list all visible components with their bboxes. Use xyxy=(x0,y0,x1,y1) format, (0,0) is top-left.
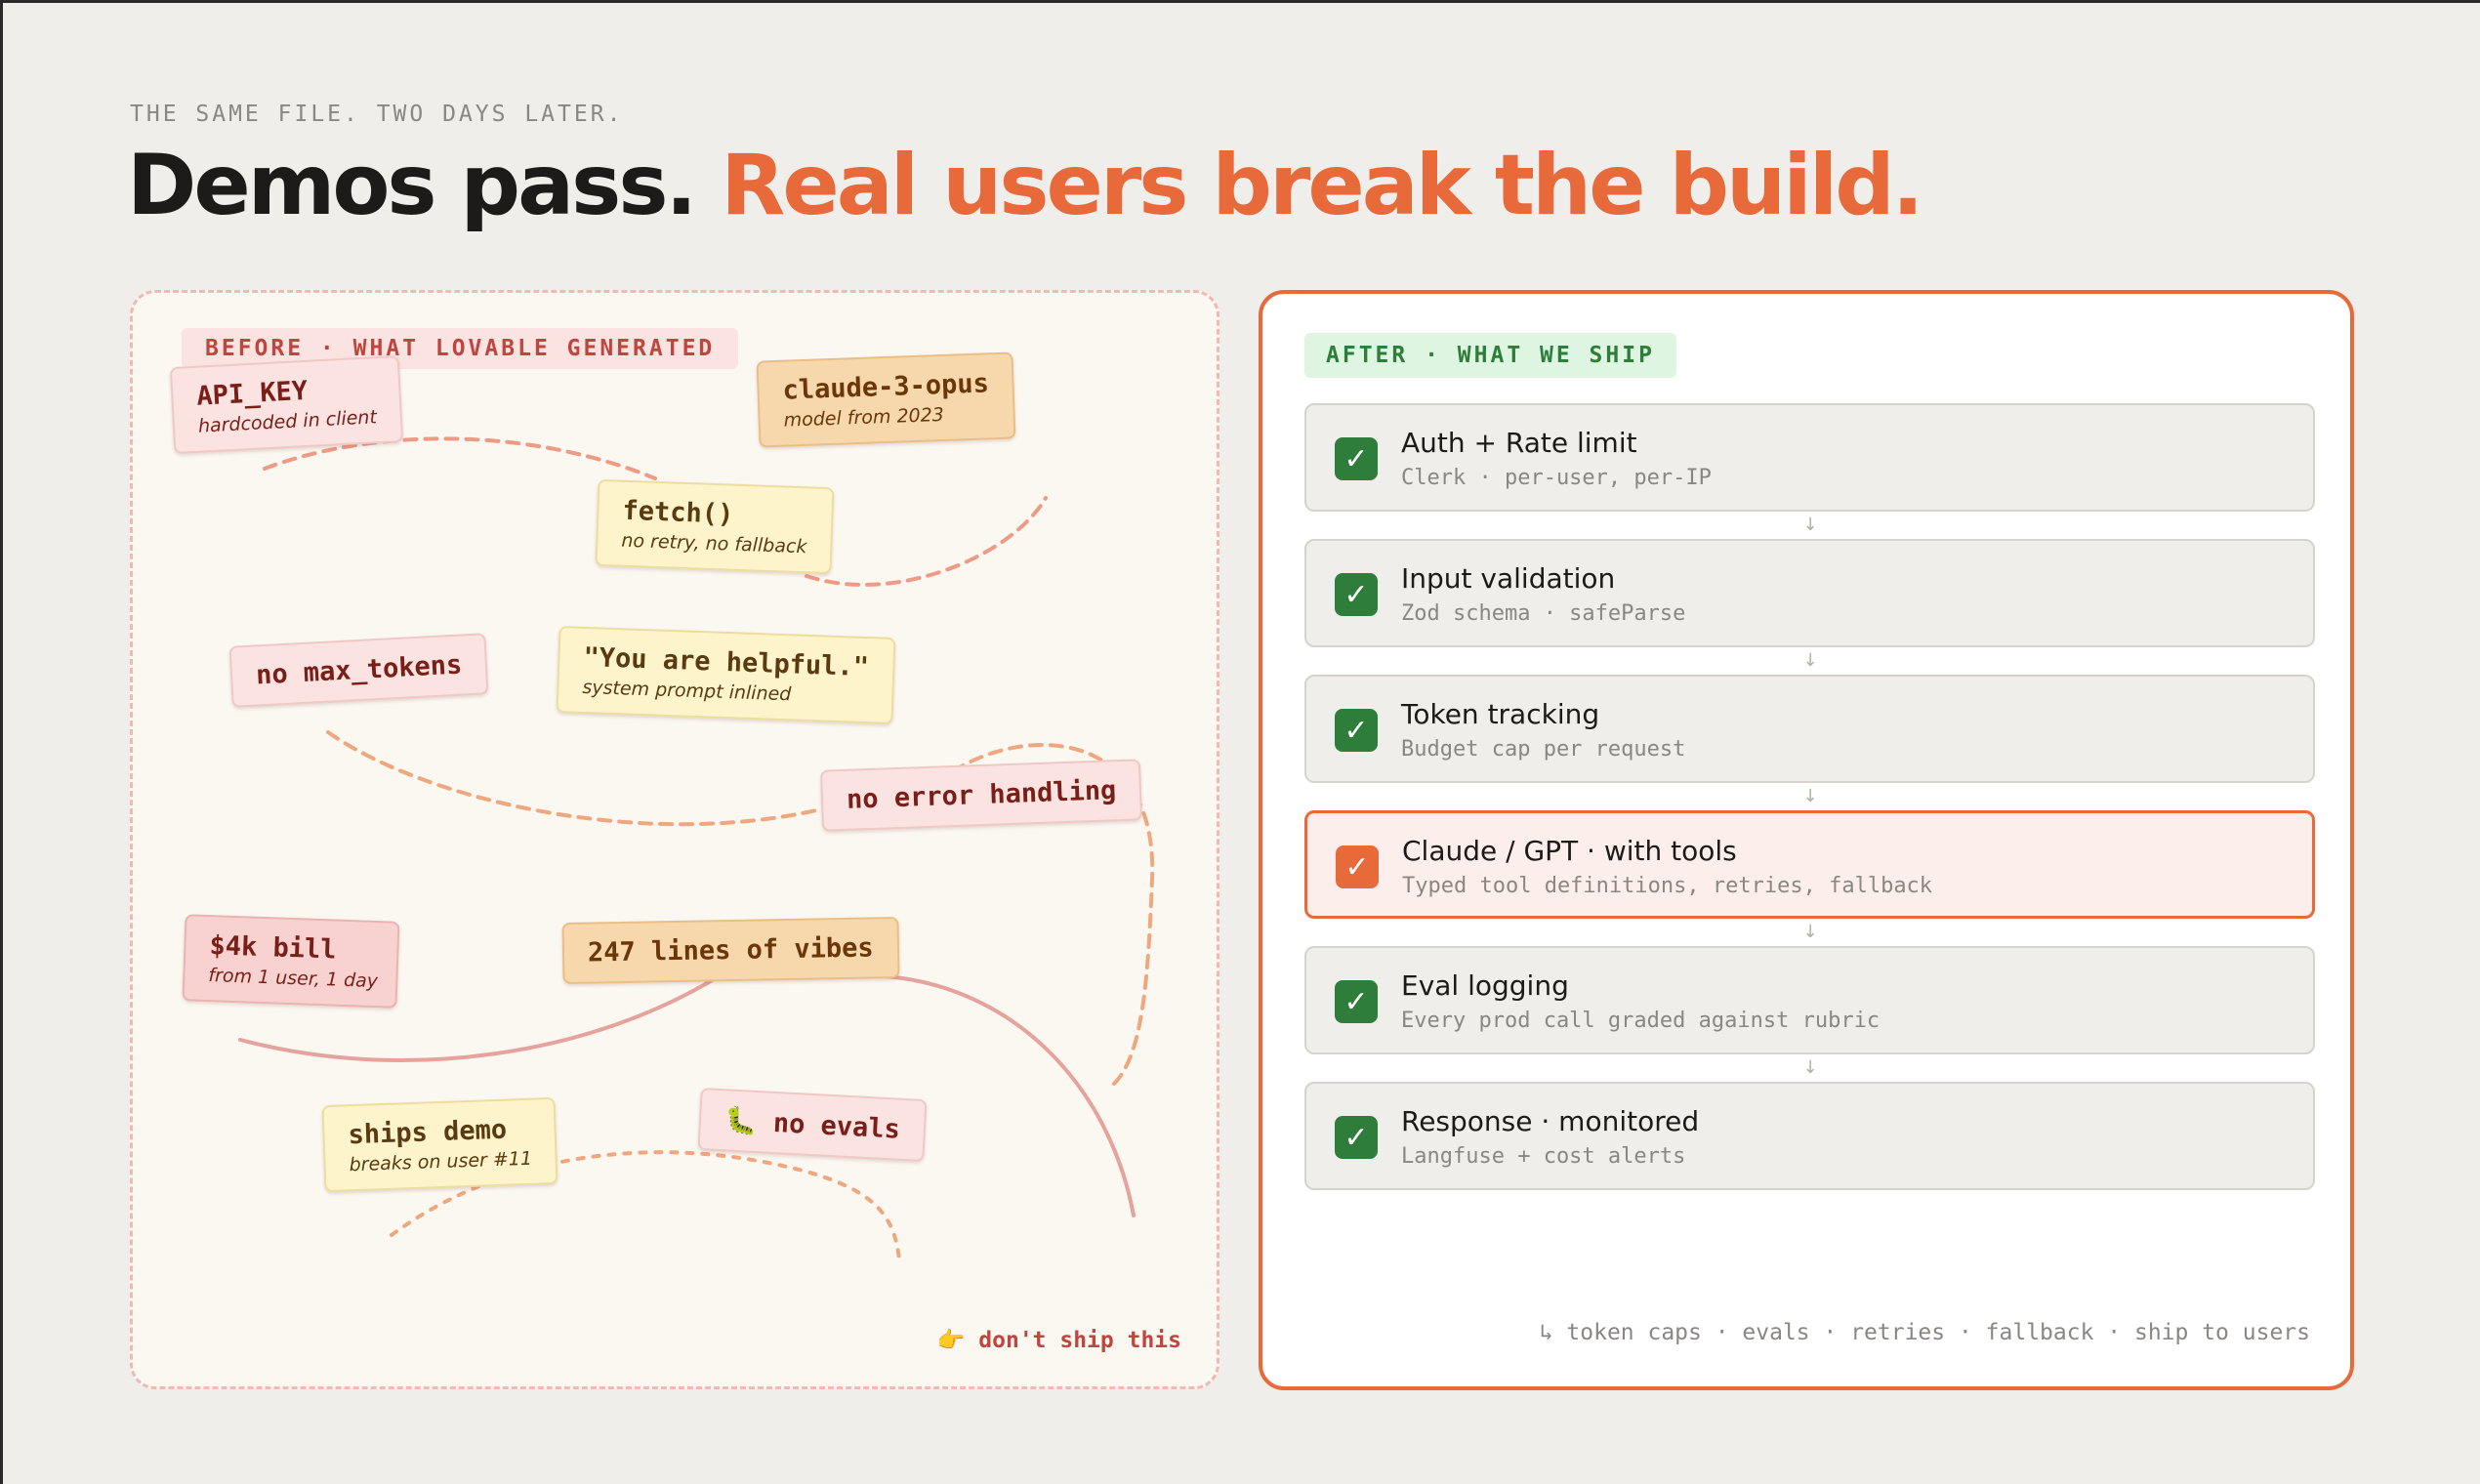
connector-line xyxy=(390,1150,901,1261)
check-icon: ✓ xyxy=(1335,1116,1378,1159)
frame-left-edge xyxy=(0,0,3,1484)
step-subtitle: Zod schema · safeParse xyxy=(1401,601,1686,626)
pointing-hand-icon: 👉 xyxy=(936,1328,966,1353)
note-ships-demo: ships demo breaks on user #11 xyxy=(321,1096,558,1193)
step-subtitle: Budget cap per request xyxy=(1401,737,1686,762)
down-arrow-icon: ↓ xyxy=(1802,922,1818,942)
step-title: Auth + Rate limit xyxy=(1401,427,1637,459)
step-subtitle: Langfuse + cost alerts xyxy=(1401,1144,1686,1169)
eyebrow-label: THE SAME FILE. TWO DAYS LATER. xyxy=(130,102,624,127)
dont-ship-label: 👉 don't ship this xyxy=(937,1327,1181,1353)
note-vibes: 247 lines of vibes xyxy=(561,916,900,985)
headline-dark: Demos pass. xyxy=(127,137,697,234)
down-arrow-icon: ↓ xyxy=(1802,650,1818,671)
page-title: Demos pass. Real users break the build. xyxy=(127,137,1923,234)
note-system-prompt: "You are helpful." system prompt inlined xyxy=(556,626,896,724)
connector-line xyxy=(263,436,657,480)
note-caption: no retry, no fallback xyxy=(621,529,807,558)
after-badge: AFTER · WHAT WE SHIP xyxy=(1304,333,1676,378)
step-token-tracking: ✓ Token tracking Budget cap per request xyxy=(1304,675,2315,783)
note-code: no error handling xyxy=(846,775,1117,815)
before-panel: BEFORE · WHAT LOVABLE GENERATED API_KEY … xyxy=(130,290,1219,1389)
note-fetch: fetch() no retry, no fallback xyxy=(595,478,835,575)
note-caption: system prompt inlined xyxy=(582,676,792,706)
note-caption: model from 2023 xyxy=(783,403,945,432)
check-icon: ✓ xyxy=(1335,980,1378,1023)
note-code: API_KEY xyxy=(195,375,309,412)
note-code: $4k bill xyxy=(208,930,338,966)
step-title: Token tracking xyxy=(1401,698,1600,730)
note-code: 🐛 no evals xyxy=(723,1104,900,1144)
after-panel: AFTER · WHAT WE SHIP ✓ Auth + Rate limit… xyxy=(1259,290,2354,1390)
step-title: Input validation xyxy=(1401,562,1616,595)
note-no-evals: 🐛 no evals xyxy=(697,1087,928,1163)
down-arrow-icon: ↓ xyxy=(1802,515,1818,535)
connector-line xyxy=(326,730,818,827)
step-response-monitored: ✓ Response · monitored Langfuse + cost a… xyxy=(1304,1082,2315,1190)
connector-line xyxy=(883,974,1136,1217)
note-caption: from 1 user, 1 day xyxy=(208,965,379,993)
step-title: Claude / GPT · with tools xyxy=(1402,835,1737,867)
note-model: claude-3-opus model from 2023 xyxy=(756,351,1016,448)
note-api-key: API_KEY hardcoded in client xyxy=(169,354,404,455)
connector-line xyxy=(805,496,1048,587)
note-code-text: no evals xyxy=(772,1107,901,1145)
step-subtitle: Clerk · per-user, per-IP xyxy=(1401,466,1712,490)
note-code: no max_tokens xyxy=(255,649,463,691)
note-caption: hardcoded in client xyxy=(197,406,378,437)
note-code: 247 lines of vibes xyxy=(587,932,874,969)
note-bill: $4k bill from 1 user, 1 day xyxy=(182,914,400,1009)
before-badge: BEFORE · WHAT LOVABLE GENERATED xyxy=(182,328,739,369)
step-eval-logging: ✓ Eval logging Every prod call graded ag… xyxy=(1304,946,2315,1054)
step-auth: ✓ Auth + Rate limit Clerk · per-user, pe… xyxy=(1304,403,2315,512)
dont-ship-text: don't ship this xyxy=(978,1328,1181,1353)
step-llm-with-tools: ✓ Claude / GPT · with tools Typed tool d… xyxy=(1304,810,2315,919)
note-code: ships demo xyxy=(348,1114,508,1151)
frame-top-edge xyxy=(0,0,2480,3)
note-error-handling: no error handling xyxy=(820,759,1143,832)
step-subtitle: Every prod call graded against rubric xyxy=(1401,1009,1881,1033)
connector-line xyxy=(238,974,721,1062)
step-input-validation: ✓ Input validation Zod schema · safePars… xyxy=(1304,539,2315,647)
bug-icon: 🐛 xyxy=(723,1105,759,1138)
check-icon: ✓ xyxy=(1335,709,1378,752)
check-icon: ✓ xyxy=(1335,573,1378,616)
after-footer: ↳ token caps · evals · retries · fallbac… xyxy=(1539,1320,2310,1345)
check-icon: ✓ xyxy=(1336,845,1379,888)
down-arrow-icon: ↓ xyxy=(1802,786,1818,806)
step-title: Response · monitored xyxy=(1401,1105,1700,1137)
headline-accent: Real users break the build. xyxy=(721,137,1923,234)
check-icon: ✓ xyxy=(1335,437,1378,480)
connector-lines xyxy=(238,436,1155,1261)
note-caption: breaks on user #11 xyxy=(349,1147,533,1176)
note-code: "You are helpful." xyxy=(583,641,870,683)
note-code: claude-3-opus xyxy=(782,368,990,406)
step-subtitle: Typed tool definitions, retries, fallbac… xyxy=(1402,874,1933,898)
down-arrow-icon: ↓ xyxy=(1802,1057,1818,1078)
note-code: fetch() xyxy=(621,495,734,530)
step-title: Eval logging xyxy=(1401,969,1569,1002)
